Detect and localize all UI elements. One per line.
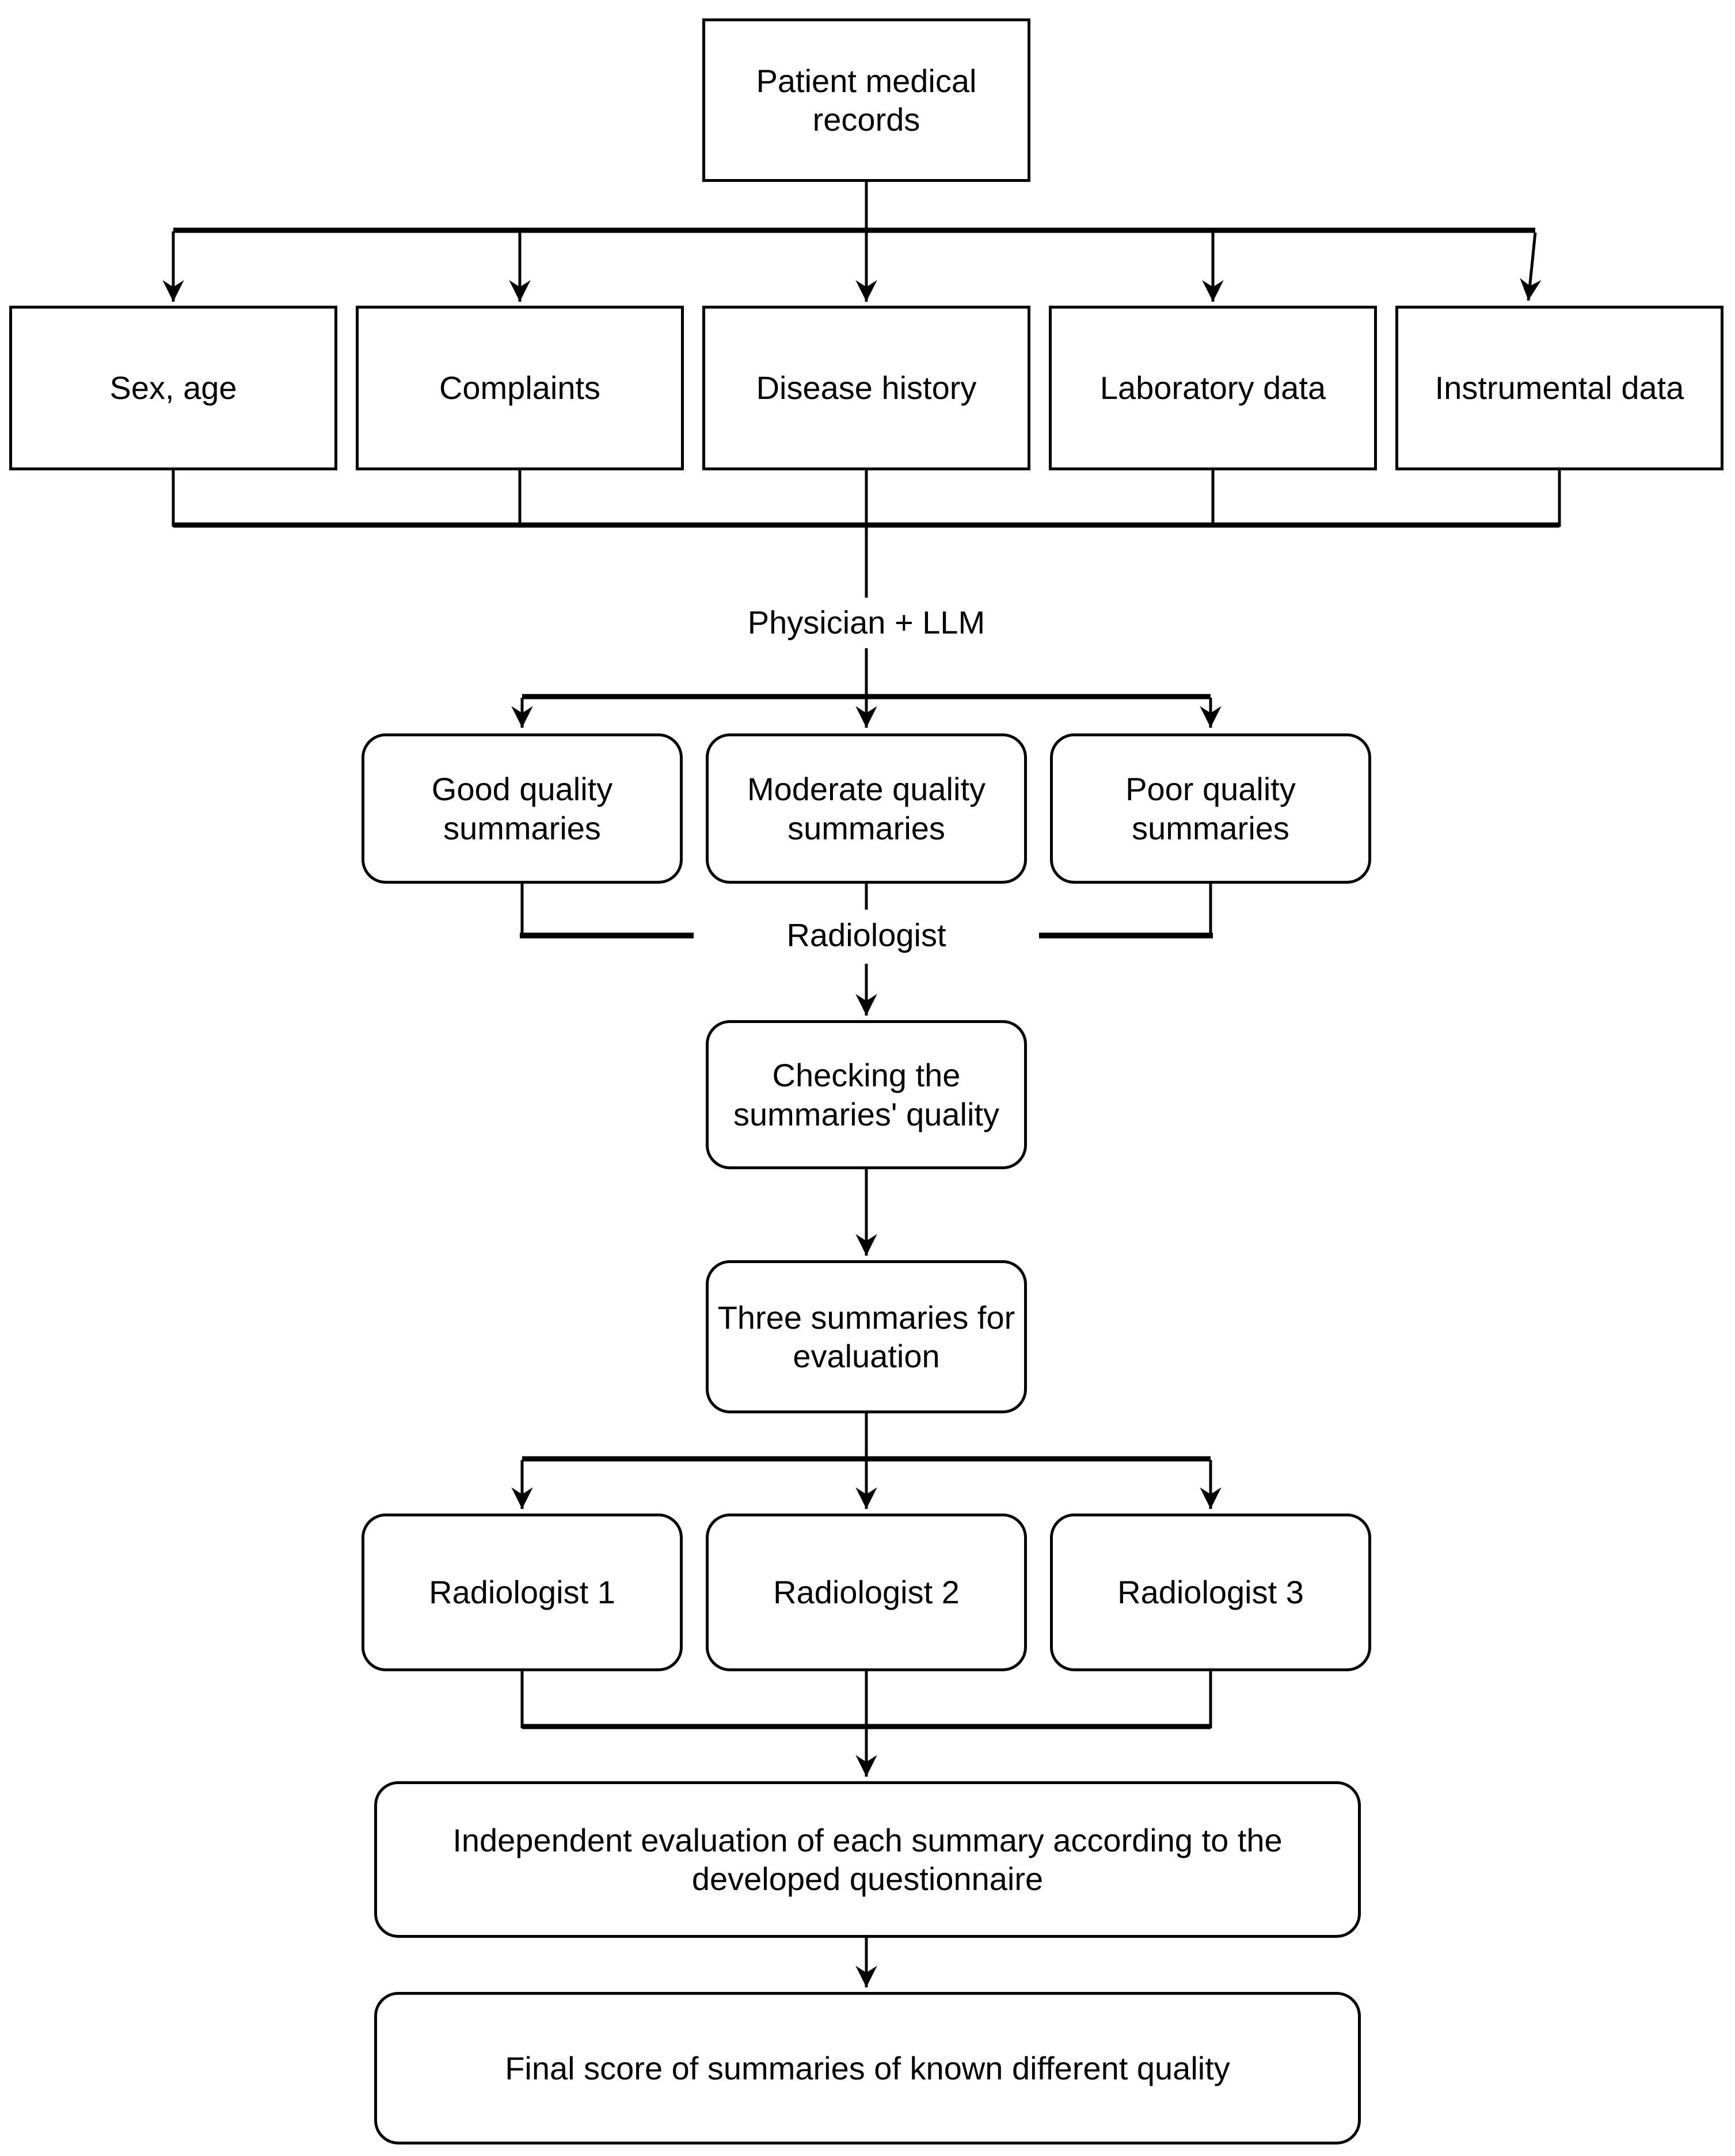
poor-quality-node: Poor quality summaries	[1050, 733, 1371, 884]
sex-age-node: Sex, age	[9, 306, 337, 470]
patient-records-node: Patient medical records	[702, 18, 1030, 182]
moderate-quality-node: Moderate quality summaries	[706, 733, 1027, 884]
physician-llm-label: Physician + LLM	[738, 602, 995, 643]
instrumental-data-node: Instrumental data	[1395, 306, 1723, 470]
final-score-node: Final score of summaries of known differ…	[374, 1992, 1361, 2144]
radiologist-label: Radiologist	[777, 914, 956, 956]
radiologist-3-node: Radiologist 3	[1050, 1514, 1371, 1671]
radiologist-1-node: Radiologist 1	[362, 1514, 683, 1671]
arrow-into-instrumental-data	[1520, 232, 1542, 301]
independent-evaluation-node: Independent evaluation of each summary a…	[374, 1781, 1361, 1938]
disease-history-node: Disease history	[702, 306, 1030, 470]
laboratory-data-node: Laboratory data	[1049, 306, 1377, 470]
checking-quality-node: Checking the summaries' quality	[706, 1020, 1027, 1169]
complaints-node: Complaints	[356, 306, 684, 470]
three-summaries-node: Three summaries for evaluation	[706, 1260, 1027, 1413]
good-quality-node: Good quality summaries	[362, 733, 683, 884]
radiologist-2-node: Radiologist 2	[706, 1514, 1027, 1671]
